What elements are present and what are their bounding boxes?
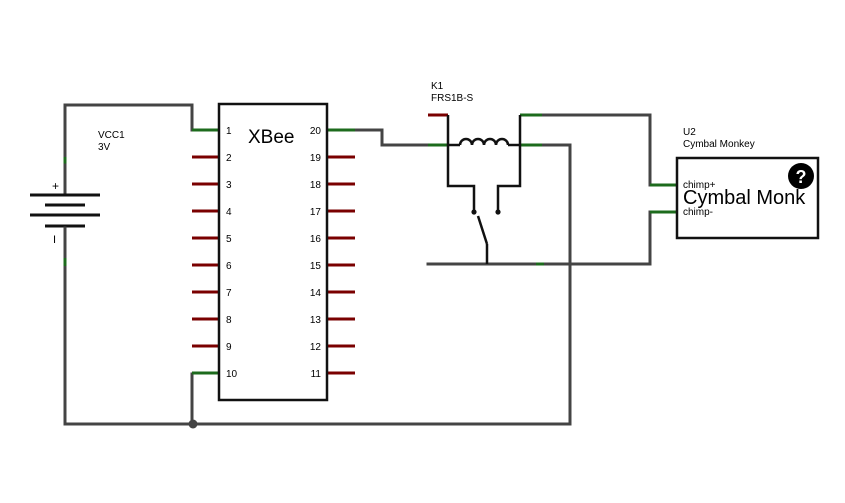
xbee-pin-label-4: 4 bbox=[226, 207, 232, 218]
relay-contact-right bbox=[496, 115, 522, 210]
battery-name-label: VCC1 bbox=[98, 130, 125, 141]
cymbal-monkey-u2[interactable]: U2 Cymbal Monkey Cymbal Monk chimp+ chim… bbox=[650, 127, 820, 240]
relay-name-label: K1 bbox=[431, 81, 444, 92]
battery-minus-sign: I bbox=[53, 234, 56, 246]
battery-plus-sign: + bbox=[52, 179, 59, 193]
xbee-pin-label-15: 15 bbox=[310, 261, 322, 272]
help-icon-glyph: ? bbox=[796, 167, 807, 187]
relay-contact-left bbox=[446, 115, 476, 210]
wire-relay-to-chimp-minus[interactable] bbox=[538, 210, 679, 266]
xbee-pin-label-10: 10 bbox=[226, 369, 238, 380]
xbee-body[interactable] bbox=[217, 102, 329, 402]
xbee-pin-label-17: 17 bbox=[310, 207, 322, 218]
battery-value-label: 3V bbox=[98, 142, 111, 153]
relay-k1[interactable]: K1 FRS1B-S bbox=[426, 81, 544, 266]
xbee-pin-label-13: 13 bbox=[310, 315, 322, 326]
relay-coil bbox=[458, 137, 510, 146]
monkey-body-clip: Cymbal Monk bbox=[683, 187, 806, 209]
relay-contact-dot-no bbox=[495, 209, 501, 215]
xbee-pin-label-1: 1 bbox=[226, 126, 232, 137]
xbee-title: XBee bbox=[248, 127, 294, 148]
monkey-pin-label-plus: chimp+ bbox=[683, 180, 716, 191]
xbee-pin-label-14: 14 bbox=[310, 288, 322, 299]
xbee-pin-label-9: 9 bbox=[226, 342, 232, 353]
relay-contact-dot-nc bbox=[471, 209, 477, 215]
xbee-pin-label-20: 20 bbox=[310, 126, 322, 137]
wire-vcc-to-pin1[interactable] bbox=[63, 103, 194, 192]
wires bbox=[63, 103, 679, 426]
monkey-part-label: Cymbal Monkey bbox=[683, 139, 755, 150]
help-icon[interactable] bbox=[788, 163, 814, 189]
monkey-pin-label-minus: chimp- bbox=[683, 207, 713, 218]
wire-relay-to-chimp-plus[interactable] bbox=[538, 113, 679, 187]
xbee-pin-label-2: 2 bbox=[226, 153, 232, 164]
wire-pin20-to-relay[interactable] bbox=[353, 128, 432, 147]
relay-part-label: FRS1B-S bbox=[431, 93, 474, 104]
wire-battery-to-ground[interactable] bbox=[63, 143, 572, 426]
xbee-pin-label-5: 5 bbox=[226, 234, 232, 245]
xbee-module[interactable]: XBee 1 2 3 4 5 6 7 8 9 10 20 19 18 17 16… bbox=[192, 102, 355, 402]
xbee-pin-label-19: 19 bbox=[310, 153, 322, 164]
xbee-pin-label-16: 16 bbox=[310, 234, 322, 245]
ground-junction-dot bbox=[188, 419, 198, 429]
xbee-pin-label-8: 8 bbox=[226, 315, 232, 326]
xbee-pin-label-6: 6 bbox=[226, 261, 232, 272]
battery-vcc1[interactable]: + I VCC1 3V bbox=[30, 130, 125, 266]
relay-switch-arm bbox=[476, 215, 489, 245]
xbee-pin-label-12: 12 bbox=[310, 342, 322, 353]
xbee-pin-label-3: 3 bbox=[226, 180, 232, 191]
monkey-body-title: Cymbal Monk bbox=[683, 187, 806, 209]
xbee-pin-label-7: 7 bbox=[226, 288, 232, 299]
xbee-pin-label-11: 11 bbox=[311, 369, 322, 380]
monkey-name-label: U2 bbox=[683, 127, 696, 138]
xbee-pin-label-18: 18 bbox=[310, 180, 322, 191]
